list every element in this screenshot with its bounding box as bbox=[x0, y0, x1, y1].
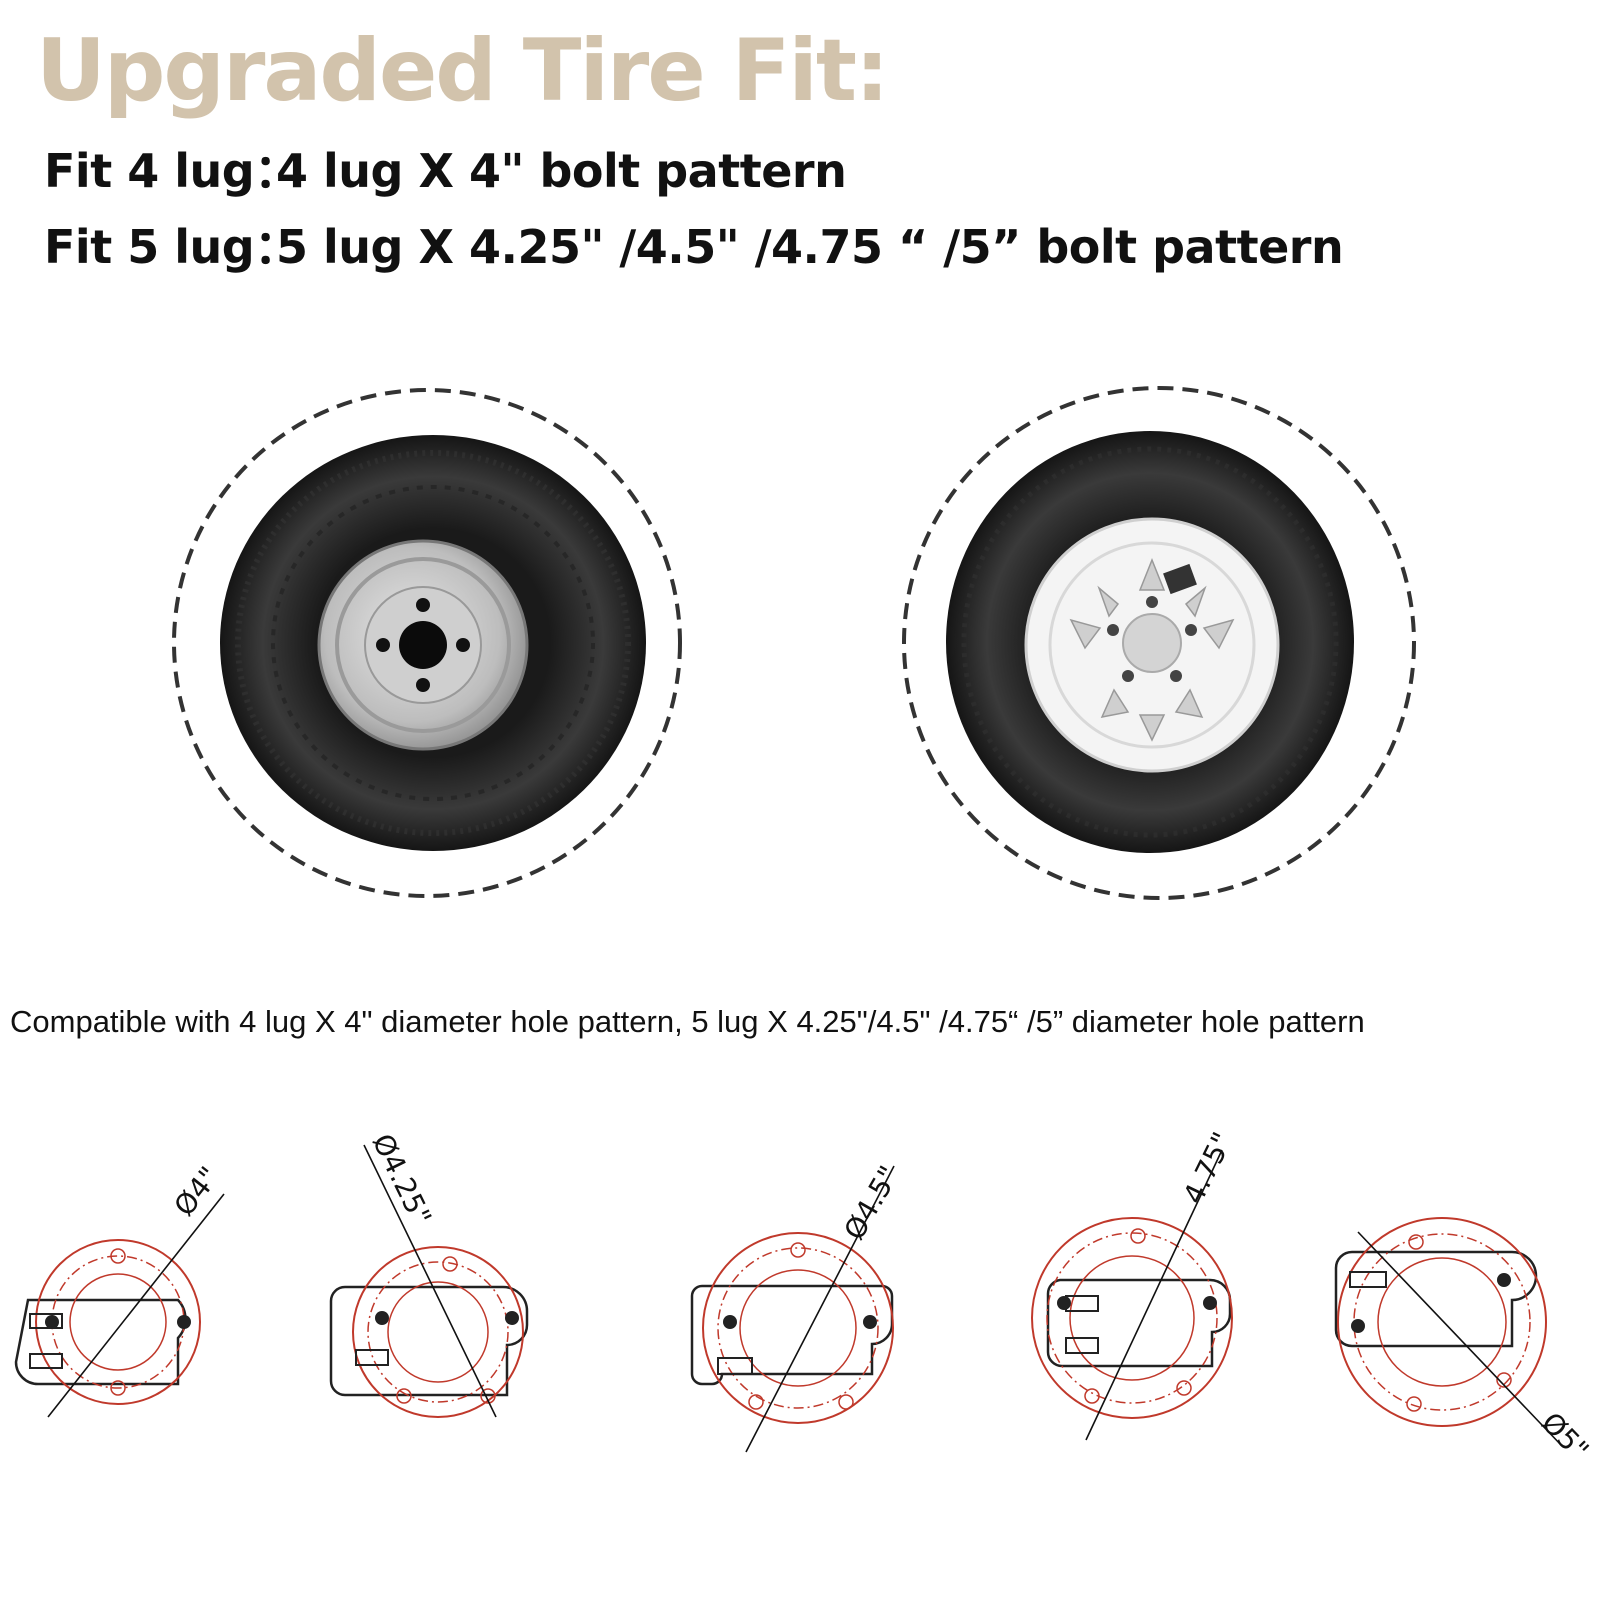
diagram-4in bbox=[14, 1193, 225, 1418]
lug-hole bbox=[416, 598, 430, 612]
center-bore bbox=[1122, 613, 1182, 673]
hub-plate-outline bbox=[14, 1298, 187, 1386]
dimension-line bbox=[47, 1193, 225, 1418]
outer-circle bbox=[1337, 1217, 1547, 1427]
fit-4-lug-line: Fit 4 lug：4 lug X 4" bolt pattern bbox=[44, 144, 847, 198]
slot bbox=[29, 1313, 63, 1329]
lug-stud bbox=[45, 1315, 59, 1329]
bore-circle bbox=[1069, 1255, 1195, 1381]
diagram-4-25in bbox=[329, 1144, 529, 1418]
bore-circle bbox=[387, 1281, 489, 1383]
lug-stud bbox=[505, 1311, 519, 1325]
lug-stud bbox=[177, 1315, 191, 1329]
dimension-line bbox=[1357, 1231, 1563, 1447]
diagram-label-4-75in: 4.75" bbox=[1177, 1127, 1240, 1209]
dimension-line bbox=[745, 1165, 895, 1453]
bore-circle bbox=[69, 1273, 167, 1371]
diagram-4-5in bbox=[690, 1165, 895, 1453]
lug-marker bbox=[396, 1388, 412, 1404]
fit-4-lug-label: Fit 4 lug： bbox=[44, 144, 300, 198]
lug-hole bbox=[1146, 596, 1158, 608]
slot bbox=[355, 1349, 389, 1366]
lug-marker bbox=[1408, 1234, 1424, 1250]
lug-stud bbox=[1203, 1296, 1217, 1310]
pattern-circle bbox=[717, 1247, 879, 1409]
diagram-label-4-25in: Ø4.25" bbox=[366, 1129, 438, 1231]
outer-circle bbox=[352, 1246, 524, 1418]
lug-marker bbox=[1406, 1396, 1422, 1412]
lug-stud bbox=[1351, 1319, 1365, 1333]
lug-hole bbox=[1107, 624, 1119, 636]
bore-circle bbox=[739, 1269, 857, 1387]
page-title: Upgraded Tire Fit: bbox=[36, 21, 889, 121]
dashed-outline bbox=[172, 388, 682, 898]
pattern-circle bbox=[1046, 1232, 1218, 1404]
hub-plate-outline bbox=[690, 1284, 894, 1386]
pattern-circle bbox=[1353, 1233, 1531, 1411]
lug-marker bbox=[480, 1388, 496, 1404]
pattern-circle bbox=[51, 1255, 185, 1389]
lug-marker bbox=[442, 1256, 458, 1272]
lug-hole bbox=[456, 638, 470, 652]
lug-stud bbox=[1497, 1273, 1511, 1287]
slot bbox=[717, 1357, 753, 1375]
slot bbox=[1065, 1337, 1099, 1354]
dimension-line bbox=[1085, 1149, 1223, 1441]
diagram-label-5in: Ø5" bbox=[1535, 1406, 1595, 1467]
lug-marker bbox=[838, 1394, 854, 1410]
diagram-4-75in bbox=[1031, 1149, 1233, 1441]
lug-marker bbox=[1496, 1372, 1512, 1388]
lug-marker bbox=[1176, 1380, 1192, 1396]
wheel-4-lug bbox=[172, 388, 682, 898]
fit-5-lug-line: Fit 5 lug：5 lug X 4.25" /4.5" /4.75 “ /5… bbox=[44, 220, 1344, 274]
center-bore bbox=[399, 621, 447, 669]
pattern-circle bbox=[367, 1261, 509, 1403]
diagram-label-4in: Ø4" bbox=[168, 1160, 226, 1222]
diagram-5in bbox=[1334, 1217, 1563, 1447]
dimension-line bbox=[363, 1144, 497, 1418]
lug-hole bbox=[1170, 670, 1182, 682]
lug-marker bbox=[1084, 1388, 1100, 1404]
lug-marker bbox=[110, 1248, 126, 1264]
lug-stud bbox=[863, 1315, 877, 1329]
lug-stud bbox=[1057, 1296, 1071, 1310]
wheel-5-lug bbox=[902, 386, 1416, 900]
lug-hole bbox=[1185, 624, 1197, 636]
fit-5-lug-label: Fit 5 lug： bbox=[44, 220, 300, 274]
outer-circle bbox=[35, 1239, 201, 1405]
lug-marker bbox=[110, 1380, 126, 1396]
slot bbox=[1349, 1271, 1387, 1288]
hub-plate-outline bbox=[1334, 1250, 1538, 1348]
dashed-outline bbox=[902, 386, 1416, 900]
hub-plate-outline bbox=[329, 1285, 529, 1397]
lug-hole bbox=[416, 678, 430, 692]
lug-hole bbox=[376, 638, 390, 652]
lug-marker bbox=[1130, 1228, 1146, 1244]
lug-stud bbox=[723, 1315, 737, 1329]
bore-circle bbox=[1377, 1257, 1507, 1387]
diagram-label-4-5in: Ø4.5" bbox=[837, 1160, 905, 1245]
lug-marker bbox=[790, 1242, 806, 1258]
lug-marker bbox=[748, 1394, 764, 1410]
hub-plate-outline bbox=[1046, 1278, 1232, 1368]
lug-hole bbox=[1122, 670, 1134, 682]
slot bbox=[29, 1353, 63, 1369]
compatibility-note: Compatible with 4 lug X 4" diameter hole… bbox=[10, 1004, 1365, 1039]
lug-stud bbox=[375, 1311, 389, 1325]
fit-4-lug-value: 4 lug X 4" bolt pattern bbox=[276, 144, 847, 198]
fit-5-lug-value: 5 lug X 4.25" /4.5" /4.75 “ /5” bolt pat… bbox=[276, 220, 1344, 274]
valve-sticker bbox=[1163, 563, 1197, 595]
outer-circle bbox=[1031, 1217, 1233, 1419]
outer-circle bbox=[702, 1232, 894, 1424]
